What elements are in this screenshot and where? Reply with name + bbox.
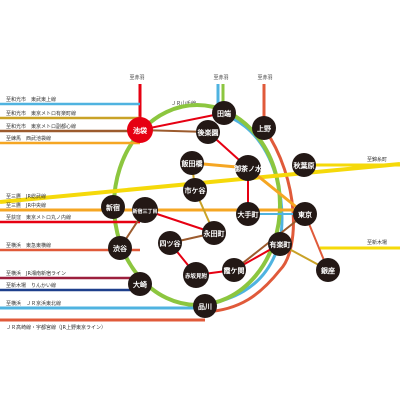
station-yurakucho-label: 有楽町 <box>270 240 291 249</box>
station-akasaka-mitsuke-label: 赤坂見附 <box>185 272 208 280</box>
top-label-1: 至赤羽 <box>129 75 144 81</box>
utsunomiya-ring <box>204 127 295 314</box>
station-shinjuku[interactable]: 新宿 <box>101 195 125 219</box>
yamanote-label: ＪＲ山手線 <box>171 100 196 107</box>
left-label-utsunomiya: ＪＲ高崎線・宇都宮線（JR上野東京ライン） <box>6 324 106 331</box>
station-ikebukuro[interactable]: 池袋 <box>127 117 153 143</box>
station-ichigaya[interactable]: 市ケ谷 <box>183 178 207 202</box>
station-ginza-label: 銀座 <box>321 266 335 275</box>
station-kasumigaseki[interactable]: 霞ケ関 <box>222 258 246 282</box>
station-ueno-label: 上野 <box>257 124 271 133</box>
station-nagatacho[interactable]: 永田町 <box>202 221 226 245</box>
station-tokyo[interactable]: 東京 <box>293 202 317 226</box>
left-label-tobu: 至和光市 東武東上線 <box>6 96 56 103</box>
top-label-2: 至赤羽 <box>213 75 228 81</box>
left-label-keihin: 至横浜 ＪＲ京浜東北線 <box>6 300 61 307</box>
right-label-shinkiba: 至新木場 <box>367 239 387 246</box>
left-label-sobu: 至三鷹 JR総武線 <box>6 193 46 200</box>
station-shinagawa-label: 品川 <box>198 302 212 311</box>
station-tabata-label: 田端 <box>217 109 231 118</box>
station-ikebukuro-label: 池袋 <box>133 126 148 135</box>
station-yurakucho[interactable]: 有楽町 <box>268 232 292 256</box>
inner-link-1 <box>139 112 225 131</box>
station-shinjuku-label: 新宿 <box>106 203 120 212</box>
station-ichigaya-label: 市ケ谷 <box>185 186 207 195</box>
station-osaki[interactable]: 大崎 <box>128 272 152 296</box>
station-tabata[interactable]: 田端 <box>212 101 236 125</box>
left-label-chuo: 至三鷹 JR中央線 <box>6 202 46 209</box>
station-ochanomizu[interactable]: 御茶ノ水 <box>233 155 263 181</box>
station-shinjuku-sanchome[interactable]: 新宿三丁目 <box>132 197 158 223</box>
station-akasaka-mitsuke[interactable]: 赤坂見附 <box>183 262 209 288</box>
station-osaki-label: 大崎 <box>133 280 147 289</box>
left-label-marunouchi: 至荻窪 東京メトロ丸ノ内線 <box>6 214 71 221</box>
station-yotsuya[interactable]: 四ツ谷 <box>158 231 182 255</box>
station-korakuen-label: 後楽園 <box>197 128 219 137</box>
station-yotsuya-label: 四ツ谷 <box>160 239 182 248</box>
left-label-seibu: 至練馬 西武池袋線 <box>6 135 51 142</box>
station-shinjuku-sanchome-label: 新宿三丁目 <box>132 208 157 215</box>
left-label-fukutoshin: 至和光市 東京メトロ副都心線 <box>6 123 76 130</box>
left-label-yurakucho: 至和光市 東京メトロ有楽町線 <box>6 110 76 117</box>
station-otemachi-label: 大手町 <box>238 210 259 219</box>
station-korakuen[interactable]: 後楽園 <box>196 120 220 144</box>
station-shibuya[interactable]: 渋谷 <box>108 236 132 260</box>
station-otemachi[interactable]: 大手町 <box>236 202 260 226</box>
station-nagatacho-label: 永田町 <box>203 229 225 238</box>
station-shibuya-label: 渋谷 <box>113 244 128 253</box>
right-label-kinshicho: 至錦糸町 <box>367 156 387 163</box>
top-label-3: 至赤羽 <box>257 75 272 81</box>
station-akihabara[interactable]: 秋葉原 <box>292 153 316 177</box>
station-iidabashi-label: 飯田橋 <box>181 159 204 168</box>
left-label-shonan: 至横浜 JR湘南新宿ライン <box>6 270 66 277</box>
station-ochanomizu-label: 御茶ノ水 <box>233 164 263 173</box>
station-ueno[interactable]: 上野 <box>252 116 276 140</box>
station-ginza[interactable]: 銀座 <box>316 258 340 282</box>
station-shinagawa[interactable]: 品川 <box>193 294 217 318</box>
station-kasumigaseki-label: 霞ケ関 <box>224 266 245 275</box>
station-iidabashi[interactable]: 飯田橋 <box>180 151 204 175</box>
left-label-tokyu: 至横浜 東急東横線 <box>6 242 51 249</box>
left-label-rinkai: 至新木場 りんかい線 <box>6 282 56 289</box>
station-tokyo-label: 東京 <box>298 210 312 219</box>
station-akihabara-label: 秋葉原 <box>294 161 315 170</box>
